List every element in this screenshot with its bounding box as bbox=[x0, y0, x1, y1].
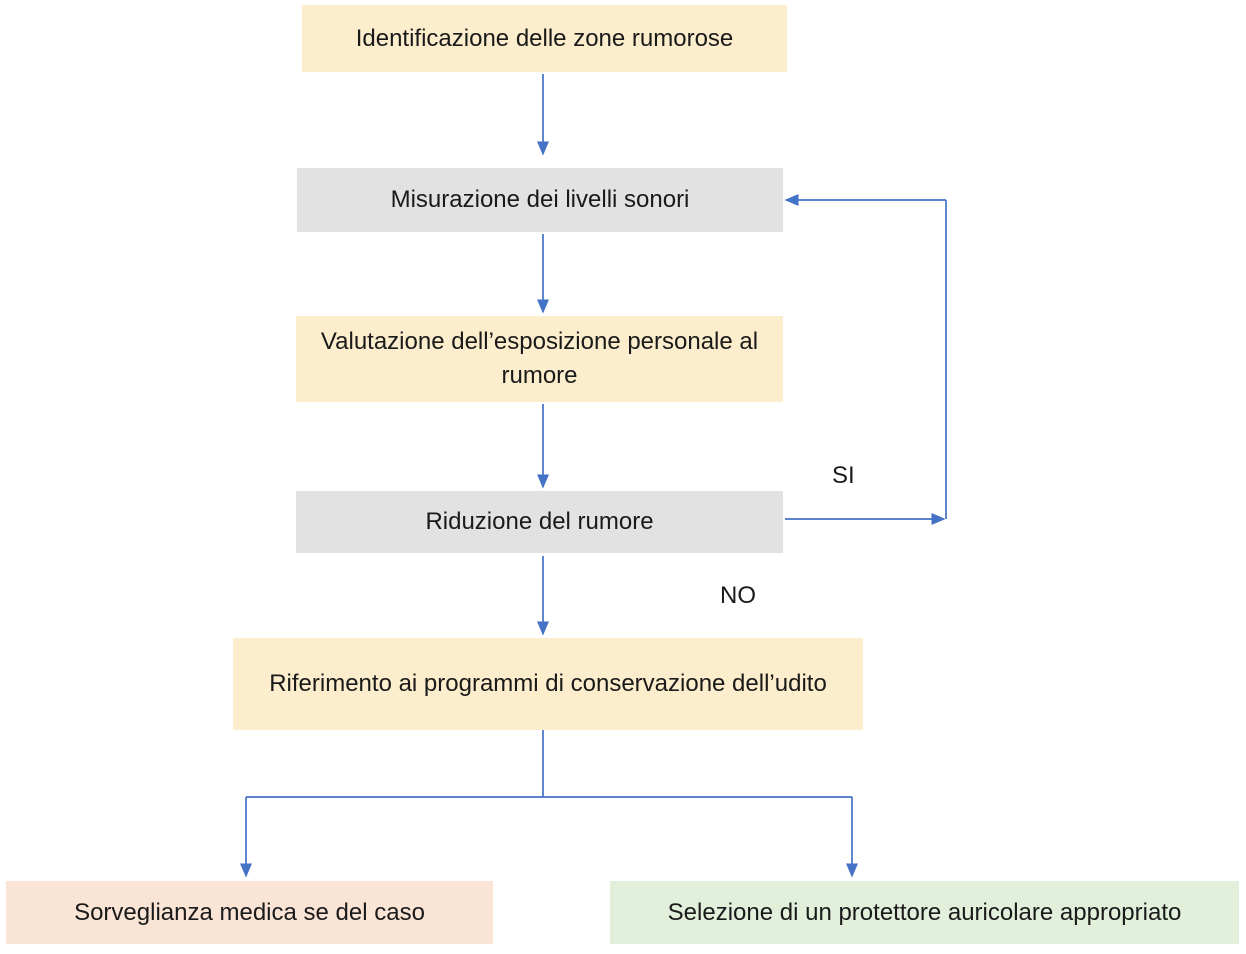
node-valutazione: Valutazione dell’esposizione personale a… bbox=[296, 316, 783, 402]
branch-label-si: SI bbox=[832, 462, 855, 489]
node-sorveglianza: Sorveglianza medica se del caso bbox=[6, 881, 493, 944]
node-selezione: Selezione di un protettore auricolare ap… bbox=[610, 881, 1239, 944]
node-identificazione: Identificazione delle zone rumorose bbox=[302, 5, 787, 72]
node-riduzione: Riduzione del rumore bbox=[296, 491, 783, 553]
node-misurazione: Misurazione dei livelli sonori bbox=[297, 168, 783, 232]
node-riferimento: Riferimento ai programmi di conservazion… bbox=[233, 638, 863, 730]
branch-label-no: NO bbox=[720, 582, 756, 609]
